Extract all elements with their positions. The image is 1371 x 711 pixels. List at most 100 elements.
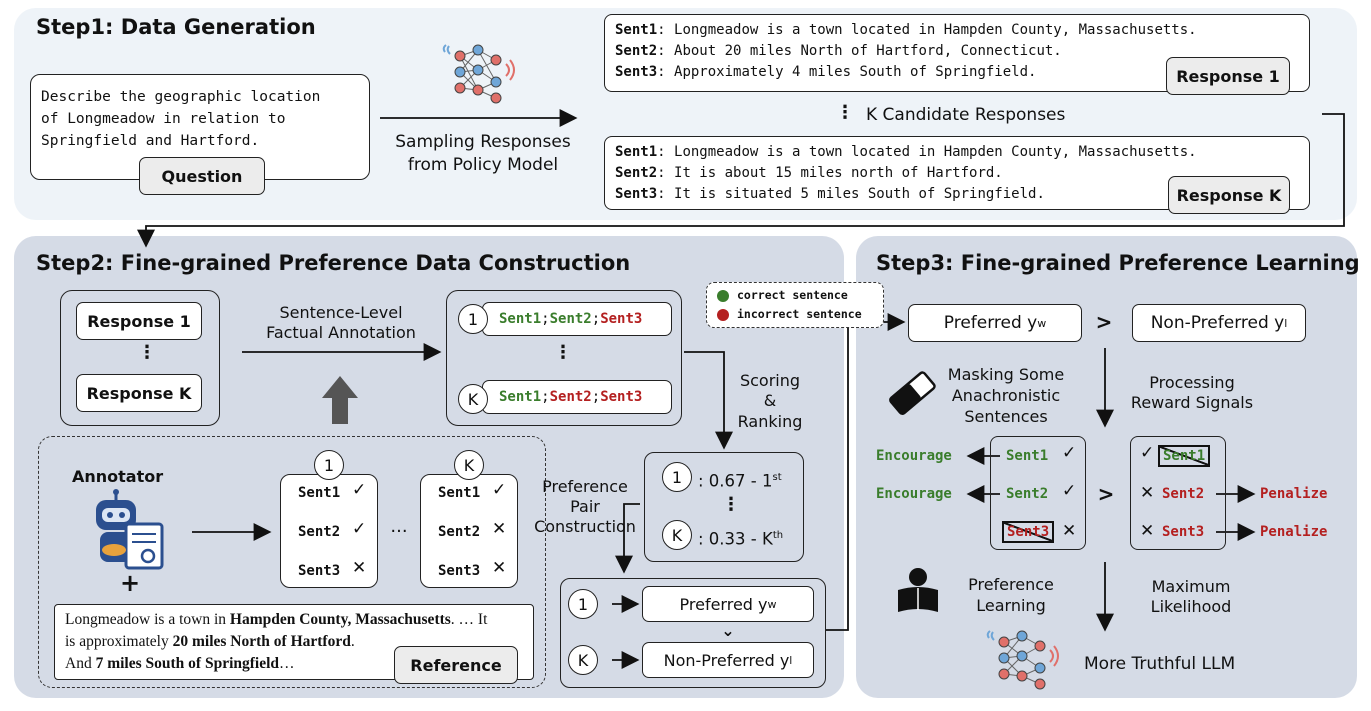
- right-sent1-masked: Sent1: [1158, 445, 1211, 467]
- pref-learning-line2: Learning: [976, 596, 1046, 615]
- processing-label-line1: Processing: [1149, 373, 1235, 392]
- question-text-line3: Springfield and Hartford.: [41, 133, 260, 149]
- annK-s1: Sent1: [499, 389, 542, 405]
- rk-sent1-id: Sent1: [615, 144, 658, 160]
- cardK-row1: Sent1: [438, 485, 481, 501]
- scoring-label-line1: Scoring: [739, 371, 801, 390]
- scoring-label-line3: Ranking: [737, 412, 803, 431]
- left-sent1: Sent1: [1006, 448, 1049, 464]
- pair-chevron: ⌄: [721, 621, 735, 640]
- score1-text: : 0.67 - 1st: [698, 471, 782, 491]
- rk-sent3-id: Sent3: [615, 186, 658, 202]
- pair1-num: 1: [568, 589, 598, 619]
- annotated-row1: Sent1;Sent2;Sent3: [482, 302, 672, 336]
- legend-green-dot: [717, 290, 729, 302]
- rk-sent1-text: Longmeadow is a town located in Hampden …: [674, 144, 1197, 160]
- left-cross3: ✕: [1062, 521, 1077, 541]
- k-candidates-label: K Candidate Responses: [866, 105, 1066, 125]
- cardK-row2: Sent2: [438, 524, 481, 540]
- ref-springfield: 7 miles South of Springfield: [95, 655, 280, 672]
- legend: correct sentence incorrect sentence: [706, 282, 884, 328]
- annK-s2: Sent2: [549, 389, 592, 405]
- cardK-mark3: ✕: [492, 558, 507, 578]
- ref-hartford: 20 miles North of Hartford: [172, 633, 351, 650]
- right-check1: ✓: [1140, 443, 1155, 463]
- pair-label-line3: Construction: [534, 517, 636, 536]
- k-dots: ⋮: [836, 102, 854, 123]
- annotation-label-line2: Factual Annotation: [266, 323, 416, 342]
- scoreK-num: K: [662, 520, 692, 550]
- masking-label-line2: Anachronistic: [951, 386, 1061, 405]
- masking-label-line1: Masking Some: [947, 365, 1065, 384]
- card1-row3: Sent3: [298, 563, 341, 579]
- llm-network-icon: [986, 630, 1059, 690]
- reference-label: Reference: [394, 646, 518, 684]
- eraser-icon: [889, 371, 936, 415]
- masking-label-line3: Sentences: [964, 407, 1048, 426]
- r1-sent1-text: Longmeadow is a town located in Hampden …: [674, 22, 1197, 38]
- pair-label-line1: Preference: [542, 477, 628, 496]
- right-cross2: ✕: [1140, 483, 1155, 503]
- sampling-label-line2: from Policy Model: [407, 155, 559, 175]
- r1-sent3-id: Sent3: [615, 64, 658, 80]
- step2-title: Step2: Fine-grained Preference Data Cons…: [36, 251, 631, 275]
- ann1-s2: Sent2: [549, 311, 592, 327]
- neural-network-icon: [442, 44, 515, 104]
- legend-correct: correct sentence: [737, 288, 848, 302]
- cardK: [420, 474, 518, 588]
- rk-sent2-id: Sent2: [615, 165, 658, 181]
- ref-hampden: Hampden County, Massachusetts: [229, 611, 451, 628]
- scores-dots: ⋮: [722, 494, 740, 515]
- pairs-box: [560, 578, 826, 688]
- scoreK-text: : 0.33 - Kth: [698, 529, 784, 549]
- cardK-mark2: ✕: [492, 519, 507, 539]
- question-text-line2: of Longmeadow in relation to: [41, 111, 286, 127]
- step3-title: Step3: Fine-grained Preference Learning: [876, 251, 1360, 275]
- card1-row1: Sent1: [298, 485, 341, 501]
- plus-sign: +: [120, 569, 141, 597]
- right-sent2: Sent2: [1162, 486, 1205, 502]
- max-likelihood-line2: Likelihood: [1150, 597, 1232, 616]
- reading-person-icon: [898, 568, 938, 612]
- processing-label-line2: Reward Signals: [1130, 393, 1254, 412]
- left-check1: ✓: [1062, 443, 1077, 463]
- card1-mark3: ✕: [352, 558, 367, 578]
- annotation-label-line1: Sentence-Level: [279, 303, 403, 322]
- annotated-group: [446, 290, 682, 426]
- reward-sentences-box: [1130, 436, 1226, 550]
- step2-responses-group: [60, 290, 220, 426]
- card1-mark2: ✓: [352, 519, 367, 539]
- card1-num: 1: [314, 450, 344, 480]
- annotated-row1-num: 1: [458, 304, 488, 334]
- ann1-s3: Sent3: [600, 311, 643, 327]
- pair-label-line2: Pair: [570, 497, 600, 516]
- step3-gt: >: [1095, 310, 1113, 334]
- annotator-area: [38, 436, 546, 688]
- annotated-dots: ⋮: [554, 342, 572, 363]
- r1-sent1-id: Sent1: [615, 22, 658, 38]
- step2-response1: Response 1: [76, 302, 202, 340]
- ann1-s1: Sent1: [499, 311, 542, 327]
- r1-sent2-text: About 20 miles North of Hartford, Connec…: [674, 43, 1062, 59]
- penalize-1: Penalize: [1260, 486, 1328, 502]
- left-sent2: Sent2: [1006, 486, 1049, 502]
- penalize-2: Penalize: [1260, 524, 1328, 540]
- step3-gt-middle: >: [1097, 482, 1115, 506]
- step1-title: Step1: Data Generation: [36, 15, 316, 39]
- scores-box: [644, 452, 804, 562]
- max-likelihood-line1: Maximum: [1151, 577, 1231, 596]
- responseK-box: Sent1: Longmeadow is a town located in H…: [604, 136, 1310, 210]
- rk-sent3-text: It is situated 5 miles South of Springfi…: [674, 186, 1045, 202]
- encourage-2: Encourage: [876, 486, 952, 502]
- annotator-label: Annotator: [72, 467, 164, 486]
- annK-s3: Sent3: [600, 389, 643, 405]
- responseK-label: Response K: [1168, 176, 1290, 214]
- question-label: Question: [139, 157, 265, 195]
- result-label: More Truthful LLM: [1084, 654, 1236, 674]
- right-cross3: ✕: [1140, 521, 1155, 541]
- sampling-label-line1: Sampling Responses: [395, 132, 571, 152]
- encourage-1: Encourage: [876, 448, 952, 464]
- left-check2: ✓: [1062, 481, 1077, 501]
